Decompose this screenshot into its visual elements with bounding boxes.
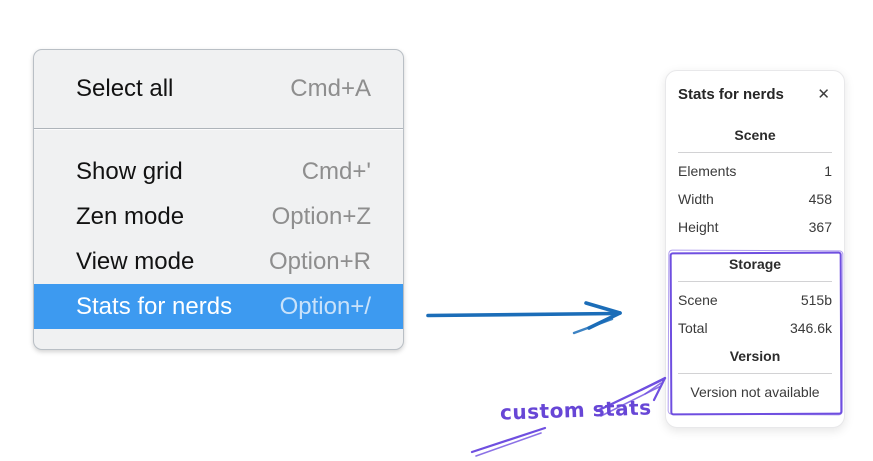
menu-item-label: Show grid	[76, 157, 183, 185]
stat-value: 1	[824, 163, 832, 179]
stat-value: 346.6k	[789, 320, 832, 336]
stat-label: Height	[678, 219, 719, 235]
blue-arrow	[426, 301, 622, 335]
stats-panel: Stats for nerds ✕ Scene Elements 1 Width…	[665, 70, 845, 428]
menu-section-top: Select all Cmd+A	[34, 50, 403, 128]
stat-row-scene-size: Scene 515b	[678, 286, 832, 314]
stat-value: 515b	[800, 292, 832, 308]
menu-section-bottom: Show grid Cmd+' Zen mode Option+Z View m…	[34, 130, 403, 346]
storage-rows: Scene 515b Total 346.6k	[678, 286, 832, 342]
stats-panel-title: Stats for nerds	[678, 86, 784, 103]
stat-label: Scene	[678, 292, 718, 308]
stat-value: 458	[808, 191, 832, 207]
close-icon: ✕	[817, 86, 830, 103]
menu-item-show-grid[interactable]: Show grid Cmd+'	[34, 149, 403, 194]
menu-item-view-mode[interactable]: View mode Option+R	[34, 239, 403, 284]
section-heading-storage: Storage	[728, 256, 782, 272]
menu-item-label: View mode	[76, 247, 195, 275]
stat-value: 367	[808, 219, 832, 235]
menu-item-label: Stats for nerds	[76, 292, 233, 320]
menu-item-shortcut: Option+R	[268, 247, 371, 275]
stat-row-height: Height 367	[678, 213, 832, 241]
stat-row-total-size: Total 346.6k	[678, 314, 832, 342]
menu-item-stats-for-nerds[interactable]: Stats for nerds Option+/	[34, 284, 403, 329]
stat-label: Width	[678, 191, 714, 207]
section-heading-scene: Scene	[734, 127, 776, 143]
annotation-label: custom stats	[499, 395, 652, 425]
section-heading-version: Version	[729, 348, 781, 364]
version-note: Version not available	[690, 384, 820, 400]
section-rule	[678, 281, 832, 282]
menu-item-shortcut: Option+/	[279, 292, 371, 320]
stat-row-elements: Elements 1	[678, 157, 832, 185]
scene-rows: Elements 1 Width 458 Height 367	[678, 157, 832, 241]
menu-item-label: Select all	[76, 74, 174, 102]
context-menu: Select all Cmd+A Show grid Cmd+' Zen mod…	[33, 49, 404, 350]
stat-label: Elements	[678, 163, 737, 179]
menu-item-zen-mode[interactable]: Zen mode Option+Z	[34, 194, 403, 239]
stat-row-width: Width 458	[678, 185, 832, 213]
menu-item-shortcut: Option+Z	[271, 202, 371, 230]
menu-divider	[34, 128, 403, 130]
menu-item-label: Zen mode	[76, 202, 185, 230]
close-button[interactable]: ✕	[815, 85, 832, 104]
section-rule	[678, 373, 832, 374]
menu-item-select-all[interactable]: Select all Cmd+A	[34, 66, 403, 111]
menu-item-shortcut: Cmd+'	[301, 157, 371, 185]
stats-panel-header: Stats for nerds ✕	[678, 85, 832, 104]
annotation-arrow	[470, 376, 667, 457]
menu-item-shortcut: Cmd+A	[290, 74, 371, 102]
stat-label: Total	[678, 320, 708, 336]
section-rule	[678, 152, 832, 153]
